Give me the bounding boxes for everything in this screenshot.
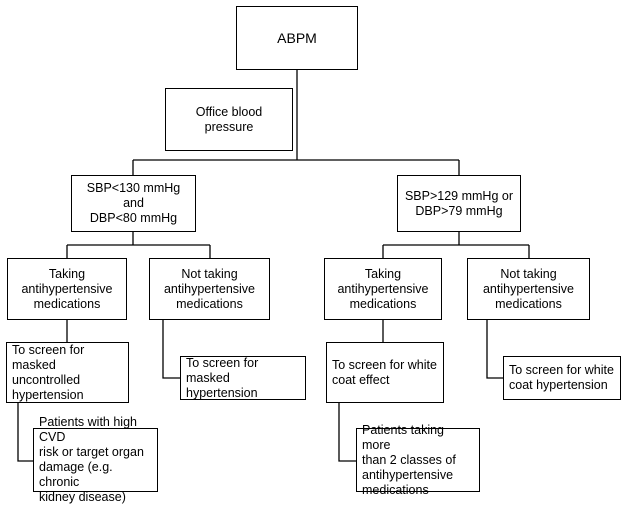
screen-masked-uncontrolled-node: To screen for masked uncontrolled hypert…: [6, 342, 129, 403]
office-blood-pressure-node: Office blood pressure: [165, 88, 293, 151]
low-bp-node: SBP<130 mmHg and DBP<80 mmHg: [71, 175, 196, 232]
screen-white-coat-effect-node: To screen for white coat effect: [326, 342, 444, 403]
low-taking-medications-node: Taking antihypertensive medications: [7, 258, 127, 320]
high-not-taking-medications-node: Not taking antihypertensive medications: [467, 258, 590, 320]
low-not-taking-medications-node: Not taking antihypertensive medications: [149, 258, 270, 320]
abpm-node: ABPM: [236, 6, 358, 70]
patients-more-classes-node: Patients taking more than 2 classes of a…: [356, 423, 480, 497]
screen-masked-node: To screen for masked hypertension: [180, 356, 306, 400]
high-taking-medications-node: Taking antihypertensive medications: [324, 258, 442, 320]
screen-white-coat-hypertension-node: To screen for white coat hypertension: [503, 356, 621, 400]
high-bp-node: SBP>129 mmHg or DBP>79 mmHg: [397, 175, 521, 232]
patients-high-cvd-node: Patients with high CVD risk or target or…: [33, 415, 158, 504]
